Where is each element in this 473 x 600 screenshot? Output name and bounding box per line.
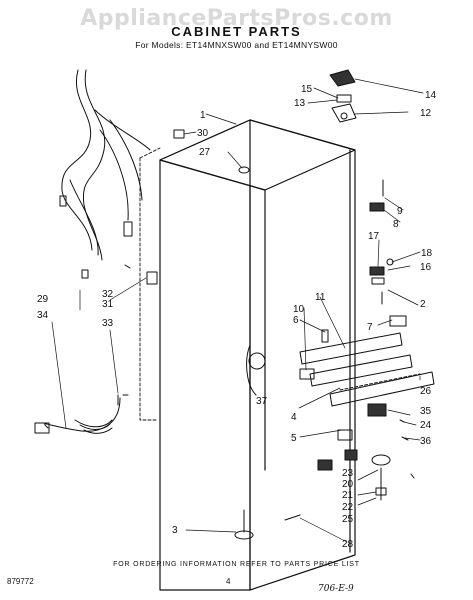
callout-8: 8 — [393, 219, 399, 230]
callout-6: 6 — [293, 315, 299, 326]
lower-parts — [317, 403, 415, 501]
ordering-info-footer: FOR ORDERING INFORMATION REFER TO PARTS … — [113, 561, 360, 568]
callout-13: 13 — [294, 98, 306, 109]
callout-16: 16 — [420, 262, 432, 273]
callout-31: 31 — [102, 299, 114, 310]
callout-9: 9 — [397, 206, 403, 217]
watermark-text: AppliancePartsPros.com — [80, 6, 393, 31]
callout-5: 5 — [291, 433, 297, 444]
leveling-leg — [234, 509, 301, 540]
callout-15: 15 — [301, 84, 313, 95]
callout-4: 4 — [291, 412, 297, 423]
callout-21: 21 — [342, 490, 354, 501]
callout-35: 35 — [420, 406, 432, 417]
callout-29: 29 — [37, 294, 49, 305]
callout-30: 30 — [197, 128, 209, 139]
leader-lines — [51, 78, 424, 543]
callout-12: 12 — [420, 108, 432, 119]
power-cord — [34, 394, 121, 434]
callout-7: 7 — [367, 322, 373, 333]
cabinet-shell — [159, 119, 356, 591]
door-rails — [299, 332, 435, 407]
callout-28: 28 — [342, 539, 354, 550]
callout-23: 23 — [342, 468, 354, 479]
callout-25: 25 — [342, 514, 354, 525]
callout-10: 10 — [293, 304, 305, 315]
callout-27: 27 — [199, 147, 211, 158]
callout-17: 17 — [368, 231, 380, 242]
callout-22: 22 — [342, 502, 354, 513]
callout-26: 26 — [420, 386, 432, 397]
callout-labels: 1 2 3 4 5 6 7 8 9 10 11 12 13 14 15 16 1… — [37, 84, 437, 550]
callout-11: 11 — [315, 292, 326, 303]
callout-24: 24 — [420, 420, 432, 431]
page-title: CABINET PARTS — [171, 24, 302, 39]
wiring-harness — [59, 69, 151, 279]
callout-32: 32 — [102, 289, 114, 300]
callout-33: 33 — [102, 318, 114, 329]
center-hinge-parts — [369, 258, 407, 327]
handwritten-note: 706-E-9 — [318, 584, 354, 594]
model-subtitle: For Models: ET14MNXSW00 and ET14MNYSW00 — [135, 40, 338, 50]
callout-36: 36 — [420, 436, 432, 447]
interior-parts — [246, 329, 353, 441]
callout-1: 1 — [200, 110, 206, 121]
callout-18: 18 — [421, 248, 433, 259]
document-number: 879772 — [7, 577, 34, 586]
callout-20: 20 — [342, 479, 354, 490]
callout-34: 34 — [37, 310, 49, 321]
top-hinge-parts — [329, 69, 385, 212]
callout-37: 37 — [256, 396, 268, 407]
left-small-parts — [122, 129, 250, 396]
callout-3: 3 — [172, 525, 178, 536]
rear-outline — [139, 147, 161, 421]
callout-2: 2 — [420, 299, 426, 310]
callout-14: 14 — [425, 90, 437, 101]
page-number: 4 — [226, 577, 231, 586]
